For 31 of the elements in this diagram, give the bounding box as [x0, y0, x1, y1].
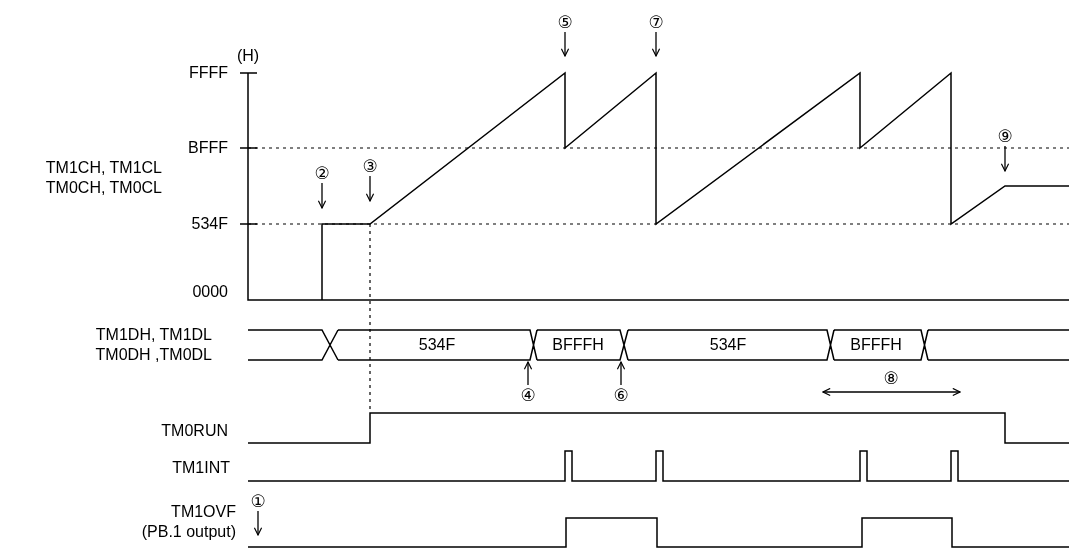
signal-name-label: TM1CH, TM1CL TM0CH, TM0CL: [45, 158, 162, 198]
axis-tick-label: 534F: [191, 214, 228, 234]
leader-arrow: [523, 361, 533, 386]
bus-value-label: 534F: [418, 335, 456, 355]
signal-name-label: TM0RUN: [161, 421, 228, 441]
callout-number: ⑧: [883, 368, 899, 388]
callout-number: ①: [250, 491, 266, 511]
leader-arrow: [1000, 145, 1010, 172]
leader-arrow: [317, 182, 327, 209]
axis-tick-label: BFFF: [188, 138, 228, 158]
callout-number: ④: [520, 385, 536, 405]
leader-arrow: [365, 175, 375, 202]
leader-arrow: [651, 31, 661, 57]
callout-number: ③: [362, 156, 378, 176]
signal-name-label: TM1DH, TM1DL TM0DH ,TM0DL: [95, 325, 212, 365]
leader-arrow: [616, 361, 626, 386]
signal-name-label: TM1INT: [172, 458, 230, 478]
bus-value-label: BFFFH: [552, 335, 604, 355]
callout-number: ②: [314, 163, 330, 183]
axis-tick-label: 0000: [192, 282, 228, 302]
callout-number: ⑥: [613, 385, 629, 405]
leader-arrow: [560, 31, 570, 57]
callout-number: ⑨: [997, 126, 1013, 146]
axis-tick-label: FFFF: [188, 63, 228, 83]
signal-name-label: TM1OVF (PB.1 output): [141, 502, 236, 542]
bus-value-label: BFFFH: [850, 335, 902, 355]
callout-number: ⑦: [648, 12, 664, 32]
bus-value-label: 534F: [709, 335, 747, 355]
callout-number: ⑤: [557, 12, 573, 32]
leader-arrow: [253, 510, 263, 536]
axis-unit-label: (H): [236, 46, 260, 66]
